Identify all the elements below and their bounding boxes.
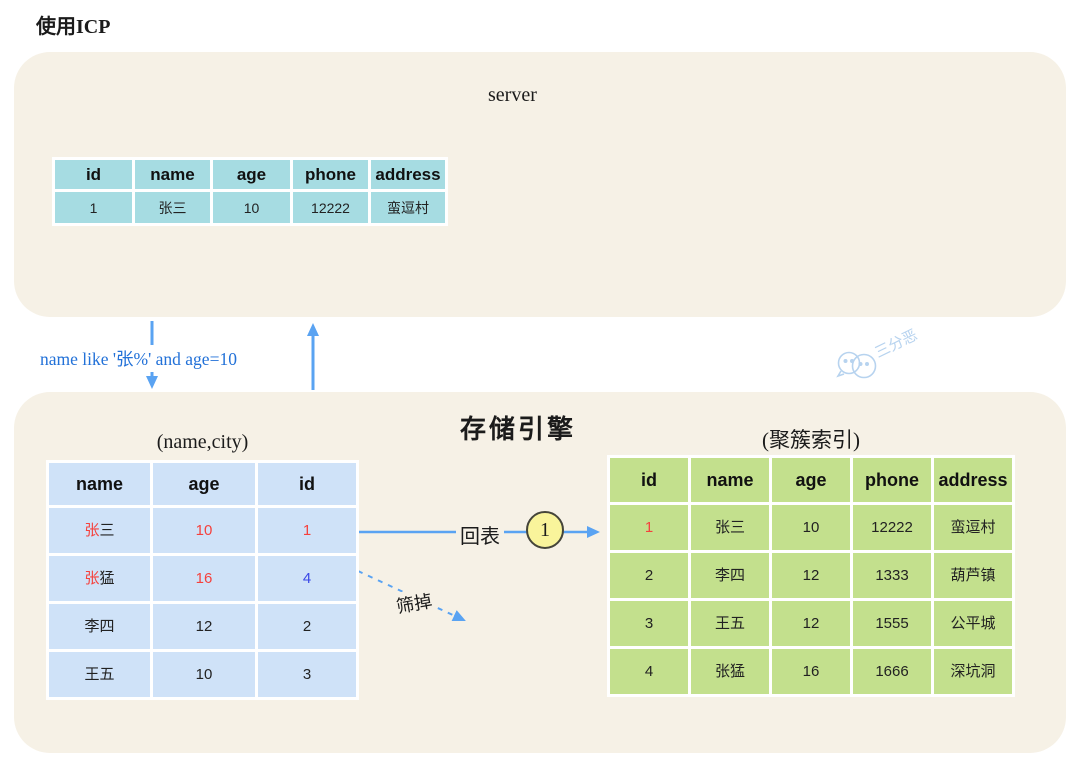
query-condition-text: name like '张%' and age=10: [37, 345, 240, 372]
table-cell: 1: [55, 192, 132, 223]
column-header: name: [49, 463, 150, 505]
clustered-index-title: (聚簇索引): [762, 428, 860, 452]
table-cell: 张三: [49, 508, 150, 553]
column-header: id: [55, 160, 132, 189]
table-cell: 12: [772, 553, 850, 598]
back-to-table-label: 回表: [456, 520, 504, 549]
table-cell: 4: [610, 649, 688, 694]
table-cell: 3: [258, 652, 356, 697]
table-cell: 李四: [691, 553, 769, 598]
table-cell: 3: [610, 601, 688, 646]
table-cell: 1333: [853, 553, 931, 598]
table-cell: 16: [153, 556, 255, 601]
column-header: phone: [293, 160, 368, 189]
column-header: name: [135, 160, 210, 189]
table-cell: 10: [153, 652, 255, 697]
step-number-badge: 1: [526, 511, 564, 549]
table-cell: 张猛: [691, 649, 769, 694]
storage-engine-label: 存储引擎: [460, 415, 577, 444]
table-cell: 公平城: [934, 601, 1012, 646]
table-cell: 12: [153, 604, 255, 649]
table-cell: 1: [258, 508, 356, 553]
table-cell: 蛮逗村: [371, 192, 445, 223]
table-cell: 葫芦镇: [934, 553, 1012, 598]
column-header: address: [371, 160, 445, 189]
table-cell: 1: [610, 505, 688, 550]
server-box-label: server: [488, 84, 537, 106]
table-cell: 张猛: [49, 556, 150, 601]
table-cell: 12222: [853, 505, 931, 550]
column-header: phone: [853, 458, 931, 502]
column-header: age: [153, 463, 255, 505]
column-header: address: [934, 458, 1012, 502]
table-cell: 4: [258, 556, 356, 601]
watermark: 三分恶: [836, 327, 920, 379]
chat-bubbles-icon: [836, 351, 877, 379]
column-header: id: [258, 463, 356, 505]
column-header: name: [691, 458, 769, 502]
table-cell: 12222: [293, 192, 368, 223]
table-cell: 张三: [135, 192, 210, 223]
table-cell: 王五: [49, 652, 150, 697]
table-cell: 蛮逗村: [934, 505, 1012, 550]
secondary-index-title: (name,city): [156, 431, 249, 453]
table-cell: 张三: [691, 505, 769, 550]
column-header: age: [213, 160, 290, 189]
page-title: 使用ICP: [36, 16, 111, 38]
table-cell: 12: [772, 601, 850, 646]
column-header: age: [772, 458, 850, 502]
filter-out-dashed-arrow: [357, 570, 466, 622]
table-cell: 10: [153, 508, 255, 553]
table-cell: 深坑洞: [934, 649, 1012, 694]
table-cell: 1555: [853, 601, 931, 646]
table-cell: 10: [772, 505, 850, 550]
table-cell: 16: [772, 649, 850, 694]
table-cell: 2: [258, 604, 356, 649]
watermark-text: 三分恶: [872, 327, 920, 362]
table-cell: 王五: [691, 601, 769, 646]
column-header: id: [610, 458, 688, 502]
table-cell: 10: [213, 192, 290, 223]
table-cell: 1666: [853, 649, 931, 694]
table-cell: 李四: [49, 604, 150, 649]
table-cell: 2: [610, 553, 688, 598]
